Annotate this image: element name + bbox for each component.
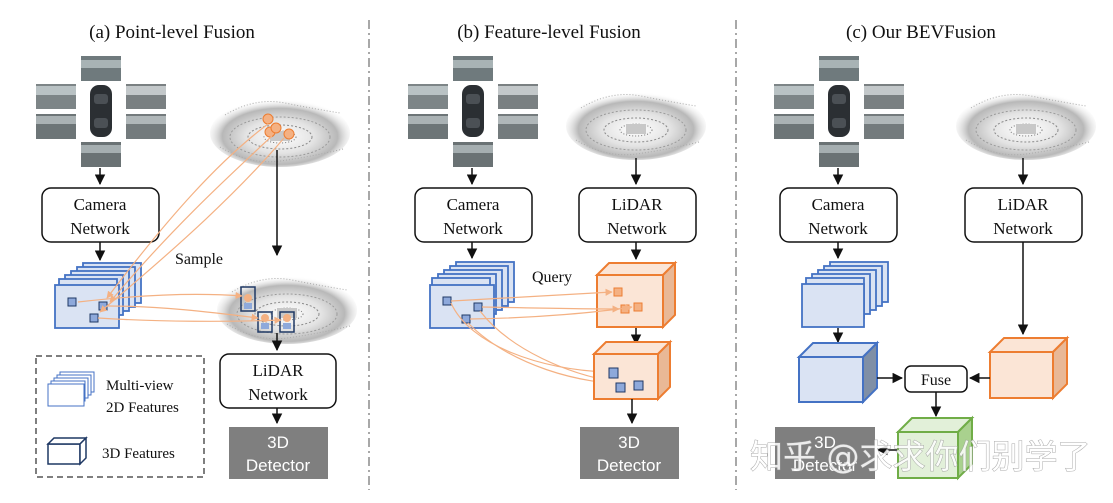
lidar-3d-features xyxy=(594,260,678,330)
panel-c-title: (c) Our BEVFusion xyxy=(846,22,996,43)
detector-label-1: 3D xyxy=(814,433,836,452)
lidar-network-label-1: LiDAR xyxy=(998,195,1050,214)
lidar-network-label-1: LiDAR xyxy=(253,361,305,380)
fused-3d-features xyxy=(591,339,673,402)
detector-label-2: Detector xyxy=(793,456,858,475)
watermark: 知乎 @求求你们别学了 xyxy=(750,437,1091,476)
lidar-point-cloud xyxy=(565,91,707,161)
camera-network-label-2: Network xyxy=(443,219,503,238)
query-label: Query xyxy=(532,269,572,286)
camera-network-box xyxy=(414,187,533,243)
multiview-2d-features xyxy=(801,261,889,328)
sample-arrows xyxy=(77,123,285,324)
camera-network-label-1: Camera xyxy=(447,195,500,214)
camera-network-label-1: Camera xyxy=(74,195,127,214)
fuse-label: Fuse xyxy=(921,372,951,389)
legend-3d-features: 3D Features xyxy=(102,446,175,462)
lidar-network-label-2: Network xyxy=(248,385,308,404)
detector-box xyxy=(580,427,679,479)
legend-multiview-1: Multi-view xyxy=(106,378,174,394)
panel-b: Camera Network LiDAR Network Query xyxy=(408,56,707,479)
legend-3d-icon xyxy=(46,436,88,466)
detector-label-2: Detector xyxy=(246,456,311,475)
lidar-network-box xyxy=(219,353,337,409)
lidar-point-cloud xyxy=(955,91,1097,161)
lidar-network-label-2: Network xyxy=(993,219,1053,238)
detector-label-1: 3D xyxy=(618,433,640,452)
fused-bev-features xyxy=(895,415,975,481)
camera-network-label-1: Camera xyxy=(812,195,865,214)
detector-box xyxy=(775,427,875,479)
lidar-sample-points xyxy=(262,113,295,140)
panel-a: Camera Network xyxy=(35,56,358,479)
detector-box xyxy=(229,427,328,479)
lidar-network-label-2: Network xyxy=(607,219,667,238)
lidar-network-label-1: LiDAR xyxy=(612,195,664,214)
lidar-bev-features xyxy=(987,335,1070,401)
legend-box xyxy=(35,355,205,478)
multiview-camera-images xyxy=(774,56,904,167)
legend-2d-icon xyxy=(47,371,95,407)
panel-a-title: (a) Point-level Fusion xyxy=(89,22,255,43)
lidar-point-cloud xyxy=(209,98,351,168)
panel-b-title: (b) Feature-level Fusion xyxy=(457,22,641,43)
detector-label-2: Detector xyxy=(597,456,662,475)
legend-multiview-2: 2D Features xyxy=(106,400,179,416)
camera-network-label-2: Network xyxy=(808,219,868,238)
lidar-point-cloud-2 xyxy=(216,275,358,345)
camera-network-label-2: Network xyxy=(70,219,130,238)
lidar-network-box xyxy=(578,187,697,243)
panel-c: Camera Network LiDAR Network xyxy=(774,56,1097,481)
detector-label-1: 3D xyxy=(267,433,289,452)
multiview-camera-images xyxy=(408,56,538,167)
sample-label: Sample xyxy=(175,251,223,268)
multiview-camera-images xyxy=(36,56,166,167)
camera-bev-features xyxy=(796,340,880,405)
